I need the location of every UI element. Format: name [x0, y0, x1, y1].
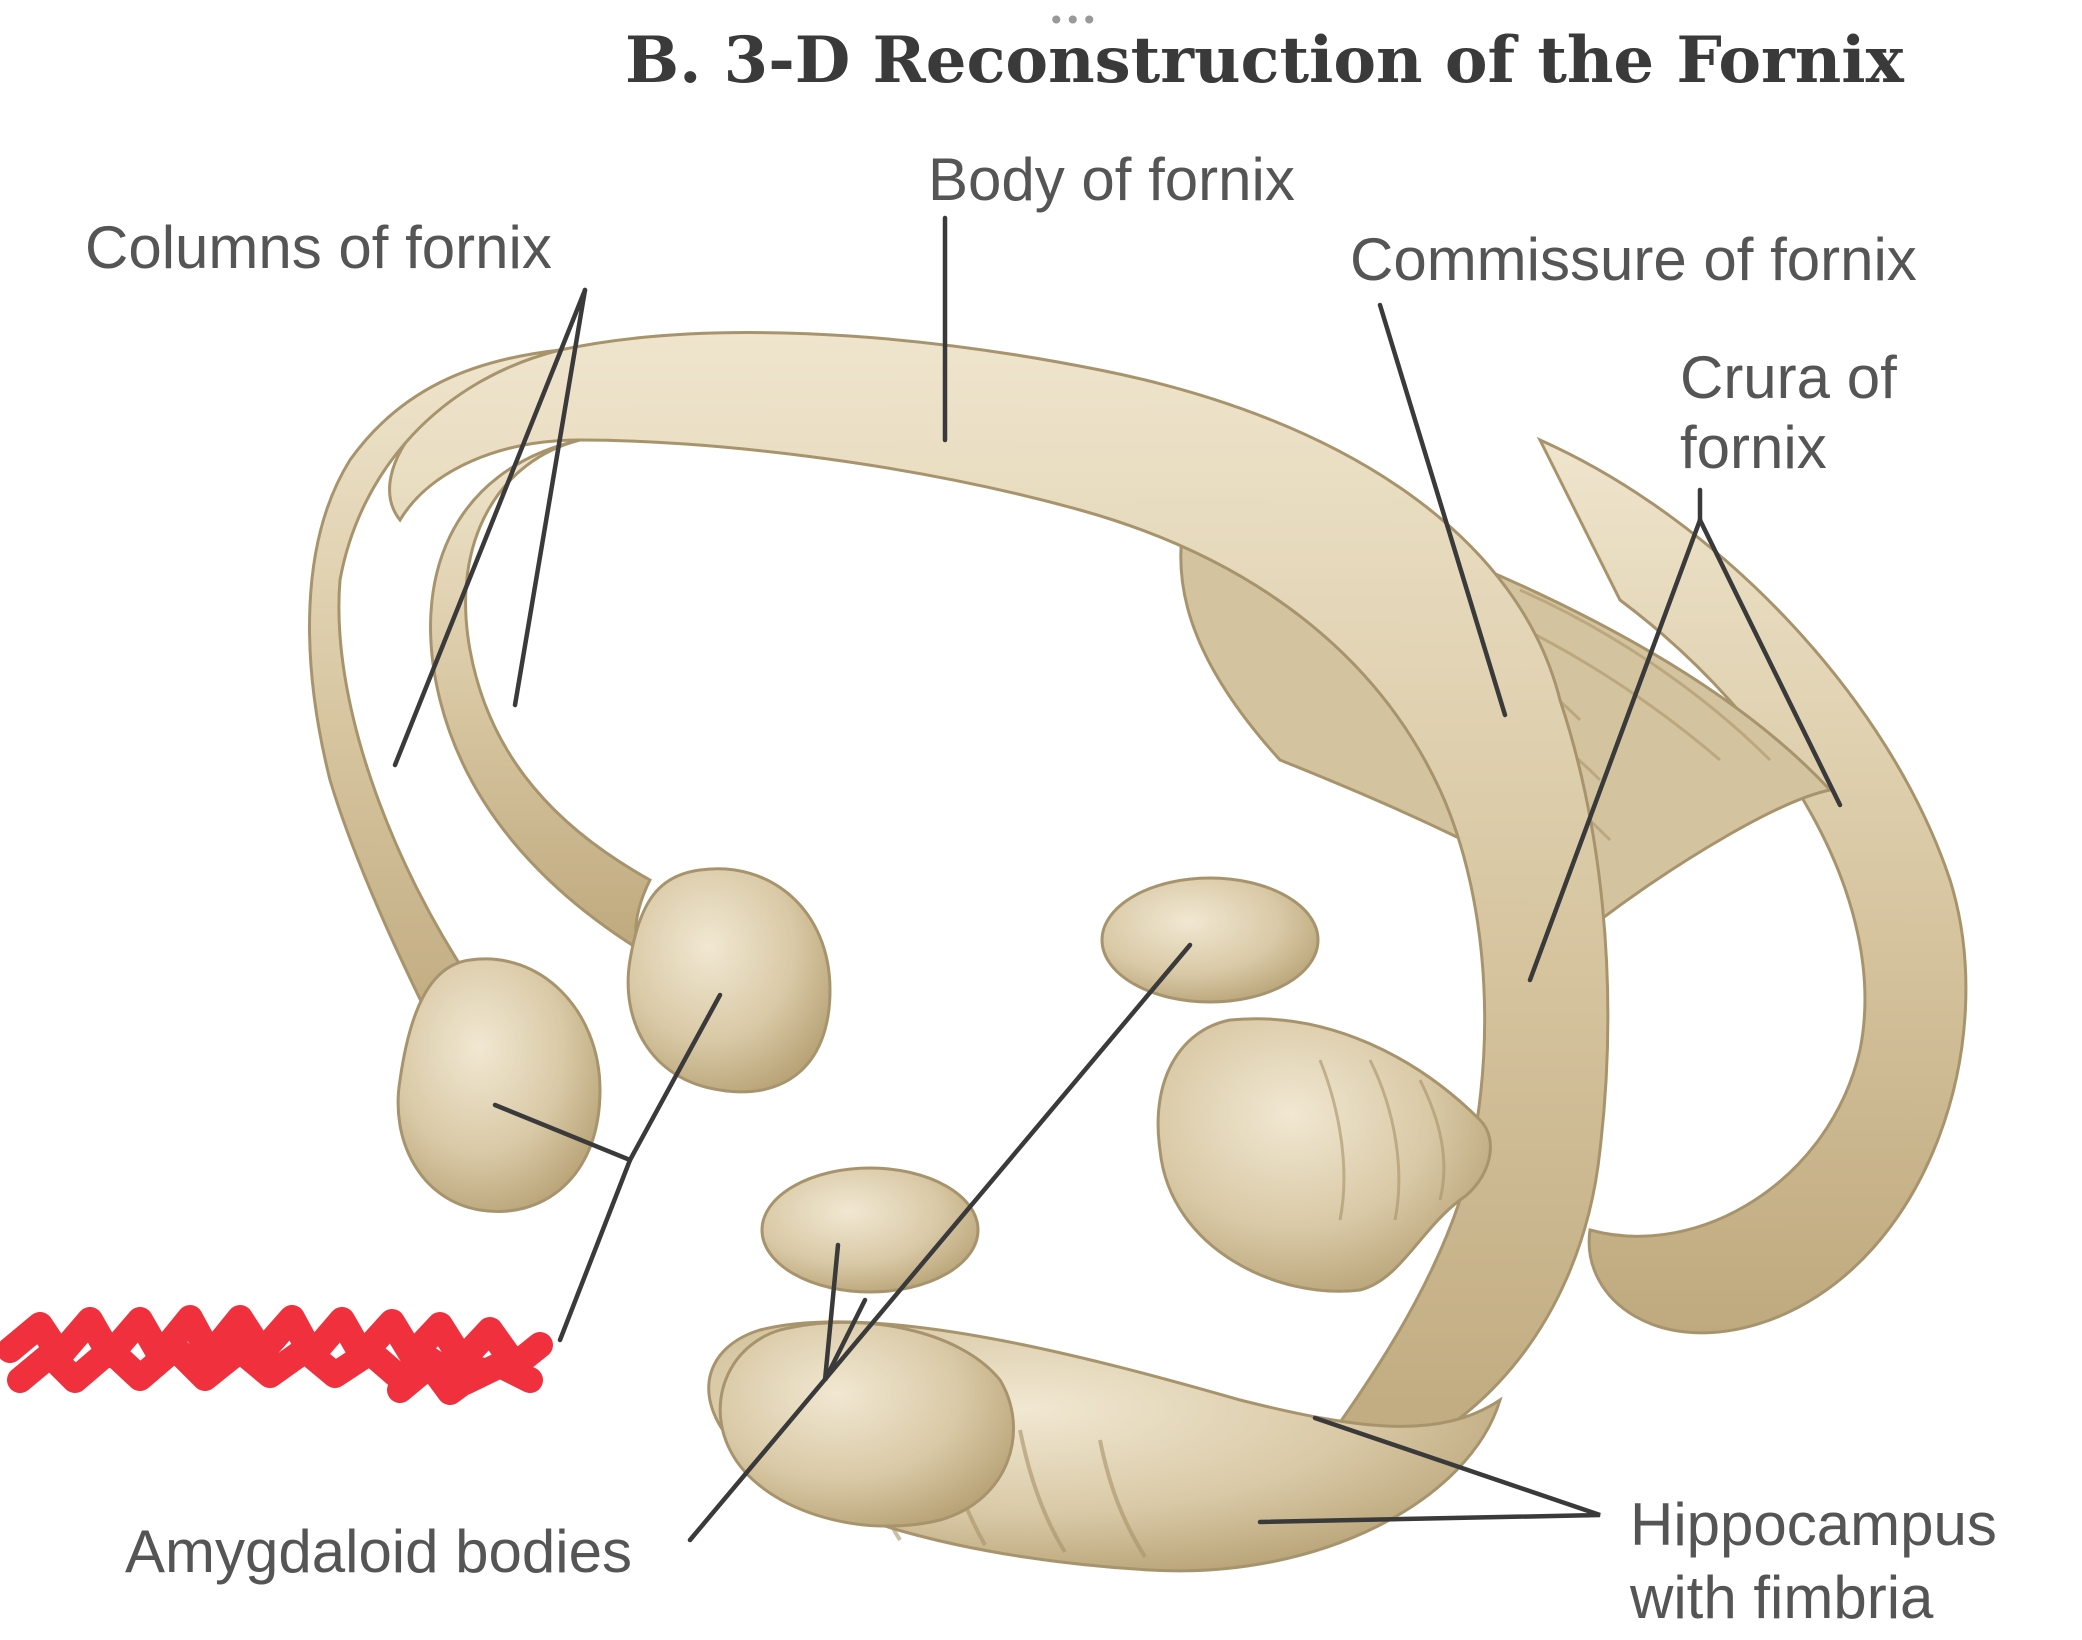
column-right — [429, 438, 652, 955]
label-hippocampus-line1: Hippocampus — [1630, 1491, 1997, 1558]
hippocampal-head — [1156, 1017, 1492, 1293]
amygdaloid-body-upper — [1100, 876, 1320, 1004]
leader-mammillary-down — [557, 1157, 633, 1343]
crus-right — [1536, 436, 1968, 1335]
amygdaloid-body-lower — [760, 1166, 980, 1294]
more-dots-icon: ••• — [1048, 4, 1098, 37]
mammillary-body-left — [396, 957, 602, 1213]
leader-column-b — [512, 287, 588, 708]
leader-crus-a — [1527, 517, 1703, 983]
label-hippocampus-line2: with fimbria — [1629, 1564, 1934, 1631]
label-columns-of-fornix: Columns of fornix — [85, 214, 552, 281]
redaction-scribble — [0, 1305, 553, 1405]
diagram-title: B. 3-D Reconstruction of the Fornix — [625, 23, 1905, 98]
label-amygdaloid-bodies: Amygdaloid bodies — [125, 1518, 632, 1585]
leader-column-a — [392, 287, 588, 768]
fornix-structure — [308, 331, 1968, 1573]
leader-amygdaloid-lower — [822, 1242, 868, 1382]
label-crura-line2: fornix — [1680, 414, 1827, 481]
label-crura-line1: Crura of — [1680, 344, 1897, 411]
hippocampus-tail — [718, 1320, 1015, 1528]
leader-crus-b — [1697, 517, 1843, 808]
leader-commissure — [1377, 302, 1508, 718]
label-commissure-of-fornix: Commissure of fornix — [1350, 226, 1917, 293]
leader-hippocampus — [1257, 1415, 1601, 1525]
mammillary-body-right — [626, 867, 832, 1094]
hippocampal-head-ridges — [1318, 1059, 1446, 1221]
label-body-of-fornix: Body of fornix — [928, 146, 1295, 213]
leader-amygdaloid-upper — [687, 942, 1193, 1543]
leader-lines — [392, 215, 1843, 1543]
fornix-body — [388, 331, 1610, 1482]
